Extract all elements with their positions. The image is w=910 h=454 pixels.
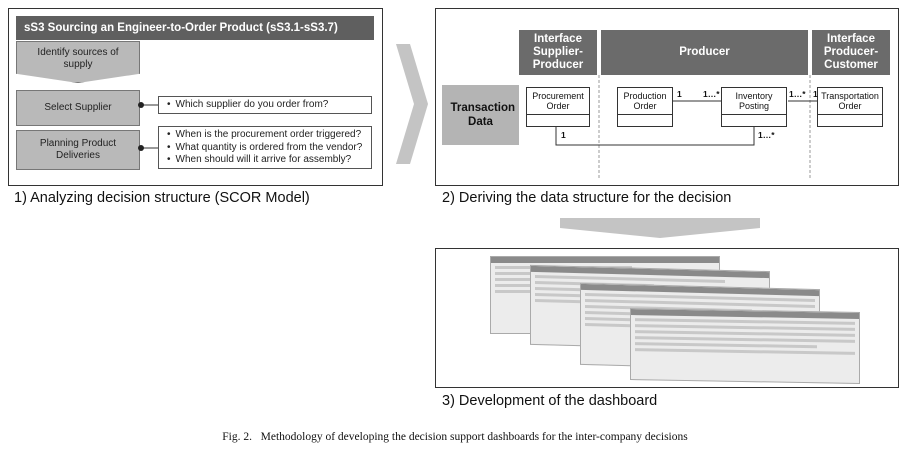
mult-bottom-right: 1…* [758, 130, 775, 140]
transaction-data-label: Transaction Data [442, 85, 519, 145]
mult-production-right: 1…* [703, 89, 720, 99]
class-transportation-order-name: Transportation Order [818, 88, 882, 115]
header-producer-label: Producer [679, 46, 730, 58]
mult-inventory-right: 1…* [789, 89, 806, 99]
header-producer: Producer [601, 30, 808, 75]
planning-questions: When is the procurement order triggered?… [158, 126, 372, 169]
header-producer-customer: Interface Producer-Customer [812, 30, 890, 75]
step-select-supplier: Select Supplier [16, 90, 140, 126]
transaction-data-text: Transaction Data [450, 102, 516, 128]
question-trigger: When is the procurement order triggered? [167, 129, 365, 142]
caption-step-1: 1) Analyzing decision structure (SCOR Mo… [14, 190, 310, 206]
scor-process-title: sS3 Sourcing an Engineer-to-Order Produc… [16, 16, 374, 40]
class-inventory-posting: Inventory Posting [721, 87, 787, 127]
class-procurement-order-name: Procurement Order [527, 88, 589, 115]
class-transportation-order: Transportation Order [817, 87, 883, 127]
question-quantity: What quantity is ordered from the vendor… [167, 142, 365, 155]
header-producer-customer-label: Interface Producer-Customer [823, 33, 879, 71]
step-planning-deliveries: Planning Product Deliveries [16, 130, 140, 170]
caption-step-2: 2) Deriving the data structure for the d… [442, 190, 732, 206]
caption-step-3: 3) Development of the dashboard [442, 393, 658, 409]
question-which-supplier: Which supplier do you order from? [167, 99, 365, 112]
dashboard-screenshot-4 [630, 307, 860, 385]
mult-bottom-left: 1 [561, 130, 566, 140]
header-supplier-producer: Interface Supplier-Producer [519, 30, 597, 75]
mult-production-left: 1 [677, 89, 682, 99]
class-production-order-name: Production Order [618, 88, 672, 115]
class-production-order: Production Order [617, 87, 673, 127]
header-supplier-producer-label: Interface Supplier-Producer [532, 33, 584, 71]
chevron-right-arrow [396, 44, 428, 164]
question-arrival: When should will it arrive for assembly? [167, 154, 365, 167]
class-procurement-order: Procurement Order [526, 87, 590, 127]
step-select-supplier-label: Select Supplier [44, 102, 112, 113]
class-inventory-posting-name: Inventory Posting [722, 88, 786, 115]
select-supplier-questions: Which supplier do you order from? [158, 96, 372, 114]
chevron-down-arrow [560, 218, 760, 238]
step-planning-deliveries-label: Planning Product Deliveries [39, 138, 117, 161]
mult-transportation-left: 1 [813, 89, 818, 99]
step-identify-sources-label: Identify sources of supply [37, 47, 119, 70]
step-identify-sources: Identify sources of supply [16, 41, 140, 83]
figure-caption: Fig. 2. Methodology of developing the de… [222, 431, 688, 443]
